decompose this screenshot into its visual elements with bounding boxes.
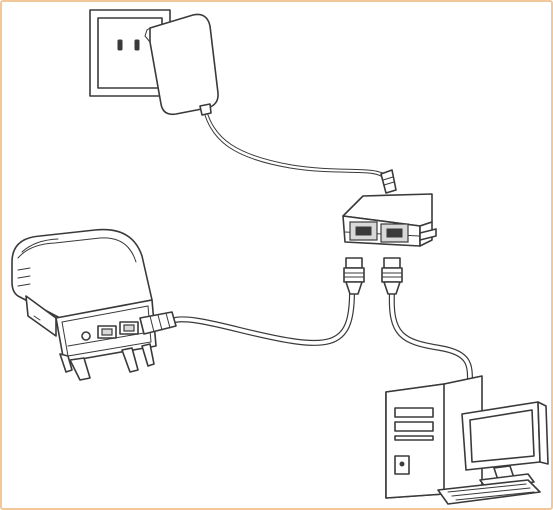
rj45-plug-poe bbox=[343, 257, 365, 295]
ethernet-cable-to-outdoor-unit bbox=[172, 289, 355, 346]
computer-monitor bbox=[461, 401, 549, 489]
rj45-plug-lan bbox=[381, 257, 403, 295]
dc-plug bbox=[380, 169, 397, 194]
computer-keyboard bbox=[437, 479, 541, 505]
poe-injector bbox=[342, 193, 437, 247]
outdoor-unit bbox=[11, 228, 177, 381]
ethernet-cable-to-computer bbox=[388, 289, 473, 385]
power-cable bbox=[203, 111, 389, 179]
computer-tower bbox=[385, 375, 483, 499]
power-adapter bbox=[144, 13, 219, 116]
